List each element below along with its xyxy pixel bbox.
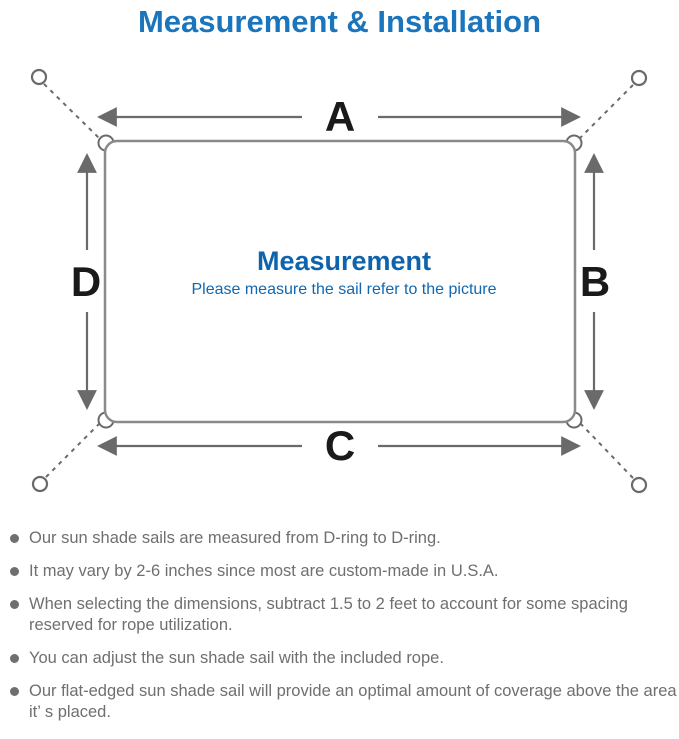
notes-list: Our sun shade sails are measured from D-… [0, 528, 679, 735]
measurement-heading: Measurement [257, 246, 431, 276]
rope-dashed-bottom-right [579, 422, 634, 479]
bullet-icon [10, 687, 19, 696]
bullet-icon [10, 534, 19, 543]
dimension-label-b: B [580, 258, 610, 305]
dimension-label-d: D [71, 258, 101, 305]
bullet-icon [10, 567, 19, 576]
list-item: When selecting the dimensions, subtract … [8, 594, 679, 636]
bullet-icon [10, 654, 19, 663]
list-item: Our sun shade sails are measured from D-… [8, 528, 679, 549]
list-item: It may vary by 2-6 inches since most are… [8, 561, 679, 582]
bullet-icon [10, 600, 19, 609]
rope-dashed-bottom-left [45, 422, 101, 478]
list-item: You can adjust the sun shade sail with t… [8, 648, 679, 669]
rope-dashed-top-left [43, 83, 101, 140]
note-text: Our sun shade sails are measured from D-… [29, 529, 441, 547]
anchor-ring-icon-bottom-right [630, 476, 648, 494]
measurement-subtext: Please measure the sail refer to the pic… [191, 281, 496, 298]
anchor-ring-icon-bottom-left [31, 475, 49, 493]
anchor-ring-icon-top-left [30, 68, 48, 86]
list-item: Our flat-edged sun shade sail will provi… [8, 681, 679, 723]
note-text: Our flat-edged sun shade sail will provi… [29, 682, 677, 721]
page-title: Measurement & Installation [137, 4, 542, 39]
dimension-label-c: C [325, 422, 355, 469]
sail-measurement-diagram: A C D B Measurement Please measure the s… [30, 68, 648, 494]
note-text: You can adjust the sun shade sail with t… [29, 649, 444, 667]
rope-dashed-top-right [578, 84, 634, 140]
dimension-label-a: A [325, 93, 355, 140]
anchor-ring-icon-top-right [630, 69, 648, 87]
note-text: When selecting the dimensions, subtract … [29, 595, 628, 634]
sail-outline [103, 139, 577, 424]
note-text: It may vary by 2-6 inches since most are… [29, 562, 499, 580]
